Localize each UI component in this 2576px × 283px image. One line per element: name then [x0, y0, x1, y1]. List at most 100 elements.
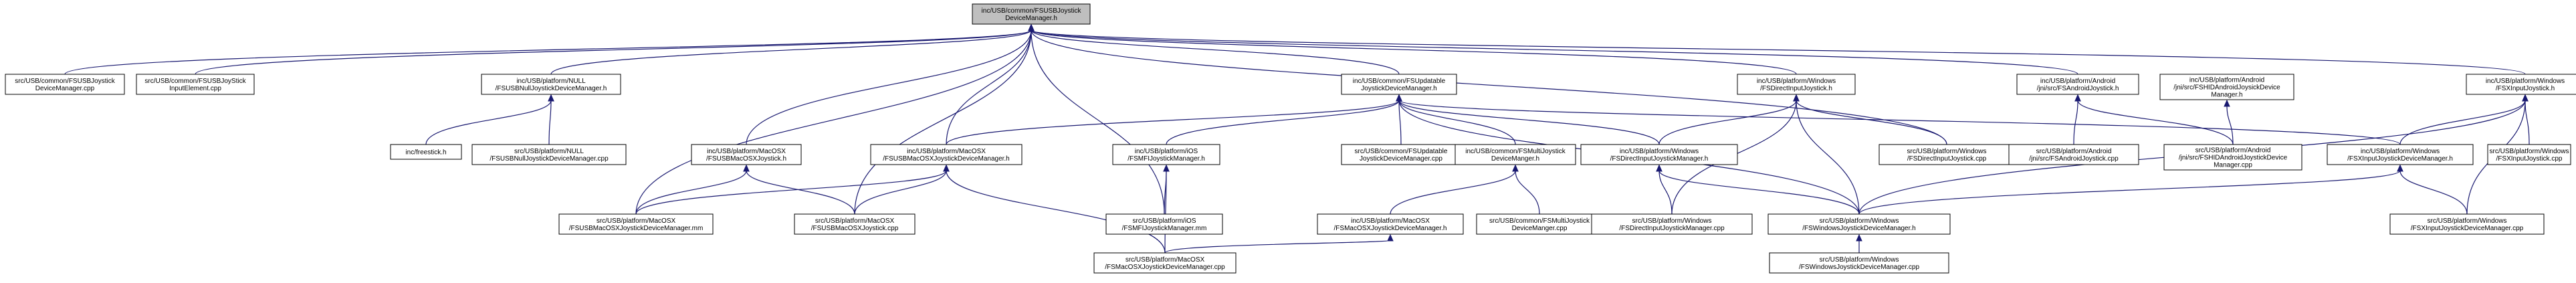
- node-label: src/USB/platform/Windows: [1820, 256, 1899, 264]
- edge-n31-to-n28: [2522, 94, 2530, 145]
- node-box: [1591, 213, 1753, 235]
- graph-node[interactable]: inc/USB/platform/iOS/FSMFIJoystickManage…: [1112, 144, 1220, 165]
- node-label: inc/USB/platform/Windows: [2361, 148, 2440, 155]
- node-label: DeviceManager.h: [1005, 15, 1057, 22]
- graph-node[interactable]: src/USB/platform/iOS/FSMFIJoystickManage…: [1105, 213, 1223, 235]
- graph-node[interactable]: inc/USB/platform/Windows/FSDirectInputJo…: [1580, 144, 1738, 165]
- graph-node[interactable]: src/USB/common/FSUSBJoystickDeviceManage…: [5, 74, 125, 95]
- node-label: src/USB/platform/Windows: [2490, 148, 2569, 155]
- graph-node[interactable]: src/USB/common/FSUSBJoyStickInputElement…: [136, 74, 255, 95]
- edge-n8-to-root: [854, 23, 1035, 215]
- node-box: [558, 213, 714, 235]
- graph-node[interactable]: inc/USB/platform/NULL/FSUSBNullJoystickD…: [481, 74, 621, 95]
- node-label: src/USB/platform/Windows: [1820, 217, 1899, 225]
- node-box: [5, 74, 125, 95]
- node-label: src/USB/platform/MacOSX: [1125, 256, 1205, 264]
- node-label: /jni/src/FSHIDAndroidJoysickDevice: [2173, 84, 2280, 92]
- edge-n21-to-n29: [1858, 164, 2403, 215]
- node-label: /jni/src/FSAndroidJoystick.h: [2037, 85, 2119, 92]
- graph-node[interactable]: src/USB/platform/Windows/FSXInputJoystic…: [2389, 213, 2545, 235]
- edge-n8-to-n6: [743, 164, 855, 215]
- graph-node[interactable]: inc/USB/common/FSMultiJoystickDeviceMang…: [1455, 144, 1576, 165]
- graph-node[interactable]: src/USB/platform/Android/jni/src/FSHIDAn…: [2163, 144, 2302, 171]
- node-box: [471, 144, 627, 165]
- graph-node[interactable]: src/USB/platform/MacOSX/FSMacOSXJoystick…: [1093, 252, 1237, 274]
- graph-node[interactable]: src/USB/platform/Windows/FSWindowsJoysti…: [1769, 252, 1949, 274]
- node-label: /FSWindowsJoystickDeviceManager.h: [1802, 225, 1916, 232]
- node-label: DeviceManager.cpp: [35, 85, 95, 92]
- edge-n19-to-n18: [1658, 94, 1800, 145]
- graph-node[interactable]: src/USB/platform/Windows/FSDirectInputJo…: [1591, 213, 1753, 235]
- node-label: /FSUSBMacOSXJoystick.cpp: [811, 225, 899, 232]
- graph-node[interactable]: src/USB/common/FSUpdatableJoystickDevice…: [1341, 144, 1461, 165]
- node-box: [2487, 144, 2571, 165]
- node-box: [1879, 144, 2015, 165]
- node-box: [691, 144, 802, 165]
- graph-node[interactable]: src/USB/platform/NULL/FSUSBNullJoystickD…: [471, 144, 627, 165]
- edge-n6-to-root: [746, 23, 1035, 145]
- node-box: [2466, 74, 2576, 95]
- node-box: [1580, 144, 1738, 165]
- node-label: src/USB/platform/Windows: [2428, 217, 2507, 225]
- graph-node[interactable]: inc/USB/platform/MacOSX/FSMacOSXJoystick…: [1317, 213, 1464, 235]
- graph-node[interactable]: inc/USB/platform/Windows/FSXInputJoystic…: [2327, 144, 2474, 165]
- node-label: /FSMacOSXJoystickDeviceManager.h: [1334, 225, 1447, 232]
- edge-n23-to-n18: [1793, 94, 1947, 145]
- edge-n20-to-n19: [1656, 164, 1673, 215]
- graph-node[interactable]: src/USB/platform/Android/jni/src/FSAndro…: [2008, 144, 2139, 165]
- node-label: src/USB/platform/Android: [2036, 148, 2112, 155]
- edge-n19-to-n10: [1396, 94, 1660, 145]
- node-label: inc/USB/platform/Android: [2189, 77, 2264, 84]
- graph-node[interactable]: inc/USB/platform/Android/jni/src/FSAndro…: [2016, 74, 2139, 95]
- node-label: /FSXInputJoystick.h: [2496, 85, 2555, 92]
- node-label: DeviceManger.cpp: [1512, 225, 1568, 232]
- edge-n27-to-n26: [2224, 99, 2234, 145]
- node-label: Manager.h: [2211, 92, 2242, 99]
- node-label: /FSMacOSXJoystickDeviceManager.cpp: [1105, 264, 1225, 271]
- edge-n5-to-n3: [548, 94, 554, 145]
- node-label: inc/USB/platform/NULL: [516, 78, 586, 85]
- graph-node[interactable]: src/USB/platform/MacOSX/FSUSBMacOSXJoyst…: [794, 213, 916, 235]
- edge-n10-to-root: [1028, 23, 1400, 75]
- graph-node[interactable]: src/USB/platform/Windows/FSWindowsJoysti…: [1767, 213, 1951, 235]
- node-label: src/USB/common/FSUpdatable: [1355, 148, 1448, 155]
- graph-node[interactable]: inc/USB/common/FSUpdatableJoystickDevice…: [1341, 74, 1457, 95]
- node-label: src/USB/platform/iOS: [1132, 217, 1196, 225]
- node-box: [1317, 213, 1464, 235]
- node-box: [1737, 74, 1856, 95]
- graph-node[interactable]: src/USB/common/FSMultiJoystickDeviceMang…: [1476, 213, 1603, 235]
- nodes: inc/USB/common/FSUSBJoystickDeviceManage…: [5, 3, 2576, 274]
- edge-n7-to-root: [635, 23, 1035, 215]
- graph-node[interactable]: src/USB/platform/Windows/FSDirectInputJo…: [1879, 144, 2015, 165]
- graph-node[interactable]: inc/USB/platform/MacOSX/FSUSBMacOSXJoyst…: [870, 144, 1023, 165]
- graph-node[interactable]: inc/USB/platform/Windows/FSXInputJoystic…: [2466, 74, 2576, 95]
- edge-n9-to-root: [946, 23, 1035, 145]
- node-label: inc/USB/platform/Android: [2040, 78, 2115, 85]
- edge-n13-to-n11: [1163, 164, 1170, 254]
- graph-node[interactable]: inc/USB/platform/MacOSX/FSUSBMacOSXJoyst…: [691, 144, 802, 165]
- graph-node[interactable]: inc/USB/platform/Android/jni/src/FSHIDAn…: [2159, 74, 2294, 100]
- graph-node[interactable]: src/USB/platform/Windows/FSXInputJoystic…: [2487, 144, 2571, 165]
- node-label: /FSUSBMacOSXJoystick.h: [706, 155, 786, 163]
- node-label: InputElement.cpp: [169, 85, 221, 92]
- node-label: /FSUSBMacOSXJoystickDeviceManager.h: [883, 155, 1010, 163]
- edge-n21-to-n19: [1656, 164, 1860, 215]
- edge-n7-to-n6: [635, 164, 750, 215]
- node-label: JoystickDeviceManager.cpp: [1360, 155, 1442, 163]
- node-label: inc/USB/platform/MacOSX: [707, 148, 786, 155]
- node-box: [1769, 252, 1949, 274]
- graph-node[interactable]: inc/USB/platform/Windows/FSDirectInputJo…: [1737, 74, 1856, 95]
- node-label: src/USB/platform/MacOSX: [597, 217, 676, 225]
- node-label: /FSWindowsJoystickDeviceManager.cpp: [1799, 264, 1920, 271]
- node-box: [136, 74, 255, 95]
- graph-node[interactable]: inc/freestick.h: [390, 144, 462, 160]
- node-box: [1341, 144, 1461, 165]
- node-box: [1093, 252, 1237, 274]
- graph-node[interactable]: src/USB/platform/MacOSX/FSUSBMacOSXJoyst…: [558, 213, 714, 235]
- node-label: src/USB/platform/Windows: [1632, 217, 1712, 225]
- root-node[interactable]: inc/USB/common/FSUSBJoystickDeviceManage…: [972, 3, 1091, 25]
- edge-n29-to-n28: [2399, 94, 2529, 145]
- node-label: /FSDirectInputJoystickManager.cpp: [1619, 225, 1725, 232]
- node-label: inc/USB/common/FSUSBJoystick: [982, 7, 1082, 15]
